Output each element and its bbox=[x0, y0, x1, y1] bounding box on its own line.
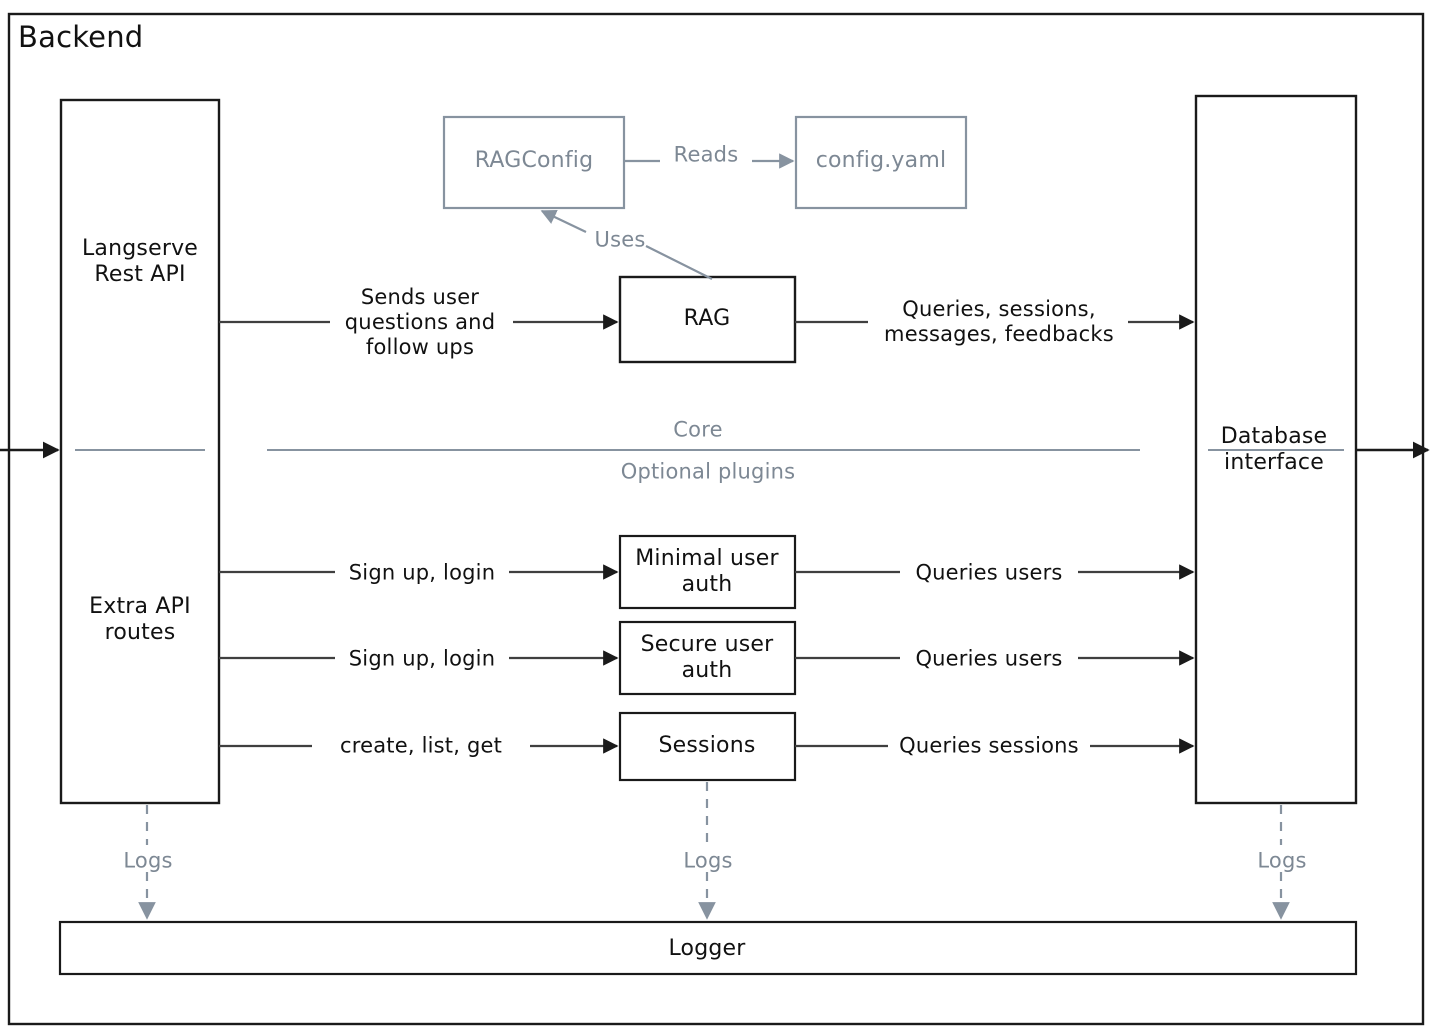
edge-label-queries-users-minimal: Queries users bbox=[915, 560, 1063, 585]
diagram-title: Backend bbox=[18, 20, 144, 54]
edge-label-logs-center: Logs bbox=[683, 848, 733, 873]
edge-uses-upper bbox=[540, 210, 587, 233]
minimal-user-auth-box[interactable] bbox=[618, 534, 797, 610]
edge-label-logs-left: Logs bbox=[123, 848, 173, 873]
section-label-core: Core bbox=[673, 417, 723, 442]
backend-frame bbox=[7, 12, 1425, 1026]
edge-label-sign-up-login-secure: Sign up, login bbox=[348, 646, 496, 671]
node-label-rag-config: RAGConfig bbox=[474, 148, 594, 174]
edge-uses-lower bbox=[645, 245, 713, 280]
section-label-optional-plugins: Optional plugins bbox=[620, 459, 796, 484]
edge-label-queries-sessions-messages: Queries, sessions,messages, feedbacks bbox=[884, 297, 1114, 346]
node-label-logger: Logger bbox=[668, 936, 746, 962]
edge-label-sign-up-login-minimal: Sign up, login bbox=[348, 560, 496, 585]
node-label-config-yaml: config.yaml bbox=[815, 148, 947, 174]
edge-label-create-list-get: create, list, get bbox=[339, 733, 503, 758]
rag-config-box[interactable] bbox=[442, 115, 626, 210]
edge-label-queries-users-secure: Queries users bbox=[915, 646, 1063, 671]
rag-box[interactable] bbox=[618, 275, 797, 364]
edge-label-uses: Uses bbox=[594, 227, 646, 252]
edge-label-queries-sessions: Queries sessions bbox=[899, 733, 1079, 758]
left-api-column-box[interactable] bbox=[59, 98, 221, 805]
logger-box[interactable] bbox=[58, 920, 1358, 976]
config-yaml-box[interactable] bbox=[794, 115, 968, 210]
edge-label-logs-right: Logs bbox=[1257, 848, 1307, 873]
node-label-sessions: Sessions bbox=[658, 733, 756, 759]
edge-label-reads: Reads bbox=[673, 142, 739, 167]
sessions-box[interactable] bbox=[618, 711, 797, 782]
node-label-rag: RAG bbox=[683, 306, 731, 332]
secure-user-auth-box[interactable] bbox=[618, 620, 797, 696]
